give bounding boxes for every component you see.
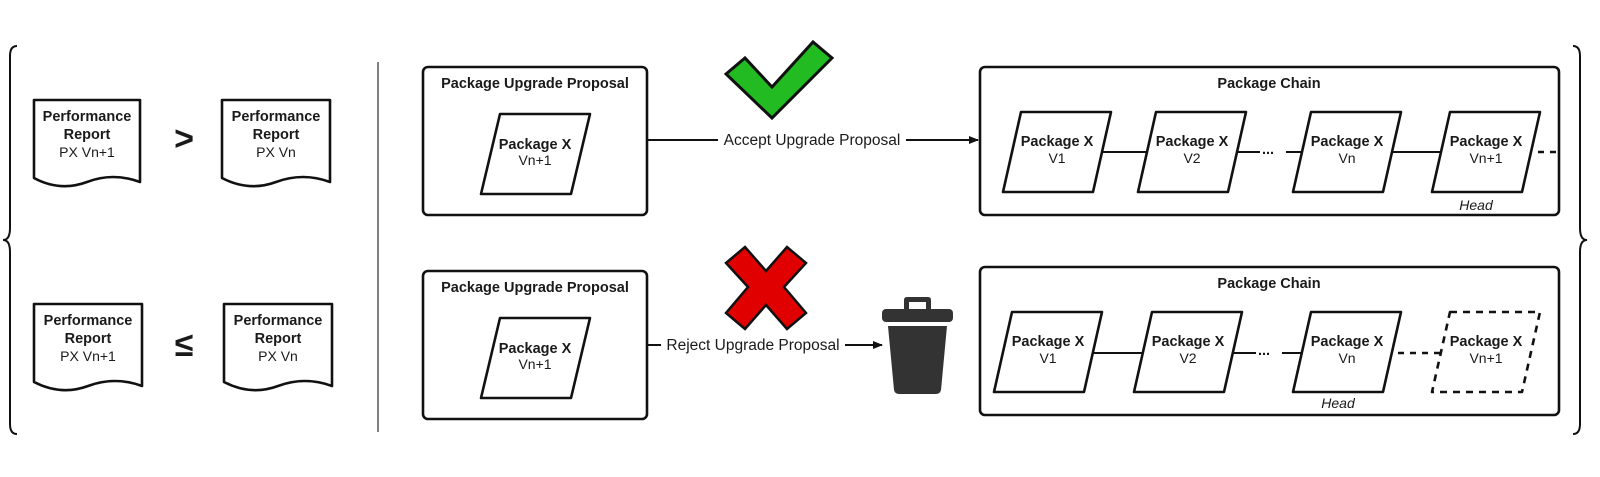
report-title-line1: Performance	[44, 313, 133, 329]
accept-upgrade-label: Accept Upgrade Proposal	[724, 132, 901, 149]
comparison-row-greater: Performance Report PX Vn+1 > Performance…	[32, 98, 332, 188]
less-or-equal-symbol: ≤	[175, 326, 194, 364]
head-label: Head	[1321, 395, 1356, 411]
chain-ellipsis: ...	[1262, 142, 1274, 158]
package-name: Package X	[1152, 334, 1225, 350]
package-version: Vn	[1338, 150, 1355, 166]
comparison-row-less-equal: Performance Report PX Vn+1 ≤ Performance…	[32, 302, 334, 392]
chain-package-v2: Package X V2	[1132, 310, 1244, 394]
proposal-package-shape	[479, 316, 592, 400]
package-name: Package X	[1156, 134, 1229, 150]
report-version: PX Vn	[256, 144, 296, 160]
package-version: Vn	[1338, 350, 1355, 366]
chain-package-vn: Package X Vn	[1291, 310, 1403, 394]
report-title-line2: Report	[65, 331, 112, 347]
report-title-line1: Performance	[234, 313, 323, 329]
head-label: Head	[1459, 197, 1494, 213]
accept-proposal-box: Package Upgrade Proposal Package X Vn+1	[421, 65, 649, 217]
package-version: V1	[1039, 350, 1056, 366]
cross-icon	[724, 245, 808, 331]
report-title-line1: Performance	[43, 109, 132, 125]
reject-proposal-box: Package Upgrade Proposal Package X Vn+1	[421, 269, 649, 421]
package-version: V2	[1179, 350, 1196, 366]
proposal-package-version: Vn+1	[518, 356, 551, 372]
trash-can-icon	[882, 297, 953, 394]
performance-report-doc-old: Performance Report PX Vn	[222, 302, 334, 392]
right-curly-brace	[1572, 45, 1588, 435]
report-title-line1: Performance	[232, 109, 321, 125]
report-version: PX Vn+1	[59, 144, 115, 160]
chain-package-vn-plus-1: Package X Vn+1	[1430, 110, 1542, 194]
chain-title: Package Chain	[1217, 276, 1320, 292]
left-curly-brace	[2, 45, 18, 435]
chain-package-v2: Package X V2	[1136, 110, 1248, 194]
package-name: Package X	[1450, 334, 1523, 350]
package-version: V2	[1183, 150, 1200, 166]
report-version: PX Vn	[258, 348, 298, 364]
proposal-title: Package Upgrade Proposal	[441, 76, 629, 92]
performance-report-doc-new: Performance Report PX Vn+1	[32, 98, 142, 188]
package-version: Vn+1	[1469, 150, 1502, 166]
performance-report-doc-old: Performance Report PX Vn	[220, 98, 332, 188]
package-chain-reject: Package Chain ... Package X V1 Package X…	[978, 265, 1561, 417]
chain-package-vn: Package X Vn	[1291, 110, 1403, 194]
chain-package-v1: Package X V1	[992, 310, 1104, 394]
proposal-package-shape	[479, 112, 592, 196]
chain-title: Package Chain	[1217, 76, 1320, 92]
chain-package-v1: Package X V1	[1001, 110, 1113, 194]
proposal-package-name: Package X	[499, 137, 572, 153]
package-name: Package X	[1021, 134, 1094, 150]
proposal-package-version: Vn+1	[518, 152, 551, 168]
report-version: PX Vn+1	[60, 348, 116, 364]
performance-report-doc-new: Performance Report PX Vn+1	[32, 302, 144, 392]
package-chain-accept: Package Chain ... Package X V1 Package X…	[978, 65, 1561, 217]
checkmark-icon	[723, 39, 835, 121]
reject-upgrade-label: Reject Upgrade Proposal	[666, 337, 839, 354]
package-name: Package X	[1311, 134, 1384, 150]
package-name: Package X	[1012, 334, 1085, 350]
chain-ellipsis: ...	[1258, 343, 1270, 359]
package-version: Vn+1	[1469, 350, 1502, 366]
proposal-title: Package Upgrade Proposal	[441, 280, 629, 296]
package-version: V1	[1048, 150, 1065, 166]
package-name: Package X	[1450, 134, 1523, 150]
greater-than-symbol: >	[174, 120, 194, 158]
report-title-line2: Report	[253, 127, 300, 143]
chain-package-vn-plus-1-discarded: Package X Vn+1	[1430, 310, 1542, 394]
report-title-line2: Report	[64, 127, 111, 143]
report-title-line2: Report	[255, 331, 302, 347]
package-name: Package X	[1311, 334, 1384, 350]
proposal-package-name: Package X	[499, 341, 572, 357]
